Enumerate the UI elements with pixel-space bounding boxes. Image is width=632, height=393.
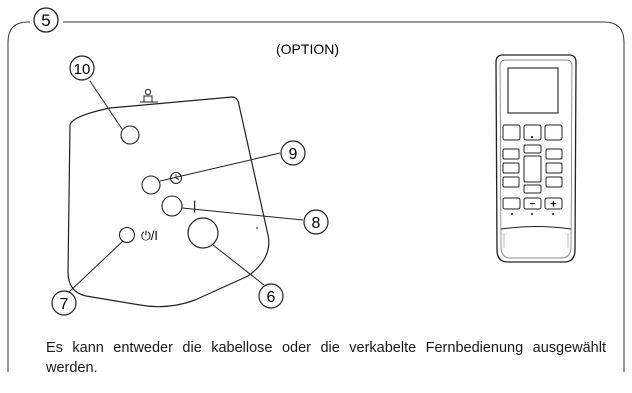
panel-dot xyxy=(256,227,258,229)
remote-key[interactable] xyxy=(545,148,563,160)
power-button[interactable] xyxy=(118,226,136,244)
signal-receiver xyxy=(187,217,219,249)
remote-display xyxy=(507,67,559,114)
on-mark-label: | xyxy=(193,198,196,213)
callout-6: 6 xyxy=(258,283,284,309)
remote-dot xyxy=(511,213,513,215)
svg-text:10: 10 xyxy=(74,61,91,78)
callout-8: 8 xyxy=(303,209,329,235)
svg-text:8: 8 xyxy=(312,215,321,232)
remote-plus-key[interactable] xyxy=(544,197,563,210)
remote-dot xyxy=(531,213,533,215)
callout-10: 10 xyxy=(69,55,95,81)
callout-9: 9 xyxy=(280,140,306,166)
svg-text:9: 9 xyxy=(289,146,298,163)
remote-key[interactable] xyxy=(523,124,542,141)
section-marker-number: 5 xyxy=(41,11,50,30)
svg-text:6: 6 xyxy=(267,289,276,306)
timer-button[interactable] xyxy=(141,175,161,195)
remote-key[interactable] xyxy=(502,197,521,210)
option-label: (OPTION) xyxy=(276,41,339,57)
leader-lines xyxy=(68,80,512,293)
section-marker: 5 xyxy=(33,7,59,33)
remote-key[interactable] xyxy=(502,162,520,174)
timer-icon xyxy=(170,172,182,184)
power-label: ⏻/I xyxy=(141,229,158,243)
remote-key[interactable] xyxy=(523,155,542,183)
on-button[interactable] xyxy=(161,195,183,217)
remote-key[interactable] xyxy=(545,162,563,174)
remote-minus-label: − xyxy=(530,199,536,210)
remote-key[interactable] xyxy=(544,124,563,141)
remote-control: − + xyxy=(495,54,577,263)
remote-key[interactable] xyxy=(523,144,542,154)
remote-minus-key[interactable] xyxy=(523,197,542,210)
remote-key[interactable] xyxy=(545,176,563,188)
remote-key[interactable] xyxy=(523,184,542,194)
eco-icon xyxy=(140,88,158,103)
remote-key[interactable] xyxy=(502,124,521,141)
section-frame xyxy=(7,21,625,372)
svg-text:7: 7 xyxy=(60,296,69,313)
remote-dot xyxy=(552,213,554,215)
remote-key[interactable] xyxy=(502,148,520,160)
eco-button[interactable] xyxy=(120,125,140,145)
caption-text: Es kann entweder die kabellose oder die … xyxy=(46,340,606,376)
remote-plus-label: + xyxy=(550,199,556,211)
callout-7: 7 xyxy=(51,290,77,316)
remote-key[interactable] xyxy=(502,176,520,188)
remote-dot xyxy=(530,135,534,139)
